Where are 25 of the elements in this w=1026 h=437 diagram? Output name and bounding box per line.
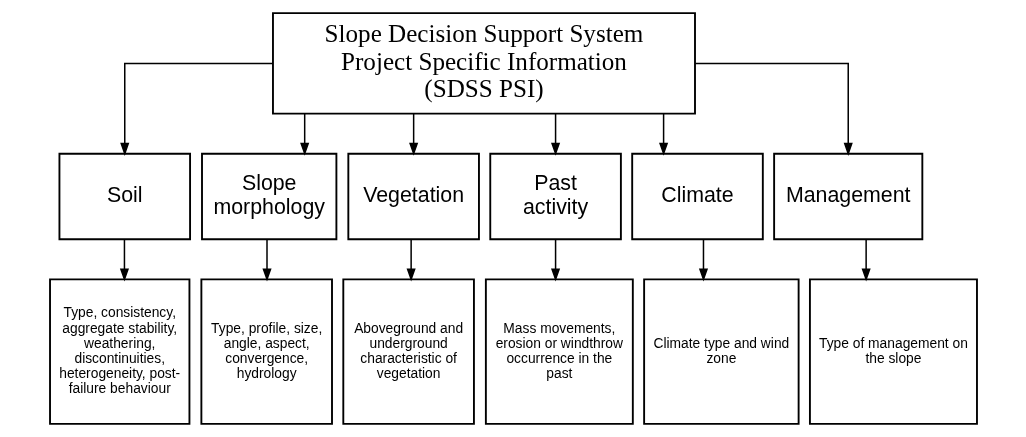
node-box: Type of management on the slope [808,278,978,425]
arrow [694,62,853,156]
arrow [406,238,416,282]
node-box: Soil [58,152,191,241]
node-box: Aboveground and underground characteristic of vegetation [341,278,475,425]
node-box: Climate [630,152,764,241]
node-box: Slope morphology [200,152,337,241]
node-box: Type, profile, size, angle, aspect, convergence, hydrology [199,278,333,425]
arrow [861,238,871,282]
node-box: Type, consistency, aggregate stability, weathering, discontinuities, heterogeneity, post-failure behaviour [48,278,190,425]
arrow [698,238,708,282]
arrow [119,238,129,282]
node-box: Past activity [488,152,622,241]
arrow [658,112,668,156]
node-box: Management [772,152,923,241]
node-box: Slope Decision Support System Project Specific Information (SDSS PSI) [271,12,696,115]
arrow [261,238,272,282]
node-box: Climate type and wind zone [642,278,800,425]
arrow [119,62,274,156]
node-box: Mass movements, erosion or windthrow occurrence in the past [484,278,634,425]
arrow [550,238,560,282]
arrow [550,112,560,156]
arrow [299,112,309,156]
arrow [408,112,418,156]
node-box: Vegetation [346,152,480,241]
